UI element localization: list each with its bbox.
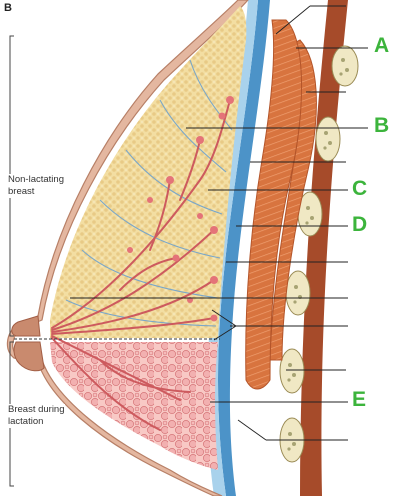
callout-a: A	[374, 34, 390, 57]
adipose-tissue	[50, 6, 247, 338]
label-non-lactating-breast: Non-lactating breast	[8, 174, 64, 198]
callout-e: E	[352, 388, 367, 411]
nipple-upper	[11, 315, 41, 337]
leader-lines	[70, 5, 368, 441]
lactating-lobules	[50, 342, 218, 470]
nipple-lower	[13, 341, 45, 372]
duct-lobules	[127, 96, 234, 322]
suspensory-ligaments	[65, 59, 233, 327]
label-non-lactating-line-1: Non-lactating	[8, 174, 64, 185]
callout-d: D	[352, 213, 368, 236]
deep-fascia	[218, 0, 270, 496]
lactiferous-ducts	[51, 99, 231, 431]
label-lactation-line-1: Breast during	[8, 404, 65, 415]
label-breast-during-lactation: Breast during lactation	[8, 404, 65, 428]
pectoralis-major	[245, 19, 302, 390]
ribs	[279, 45, 359, 463]
figure-letter: B	[4, 2, 12, 14]
callout-c: C	[352, 177, 368, 200]
label-non-lactating-line-2: breast	[8, 186, 35, 197]
label-lactation-line-2: lactation	[8, 416, 44, 427]
callout-b: B	[374, 114, 390, 137]
